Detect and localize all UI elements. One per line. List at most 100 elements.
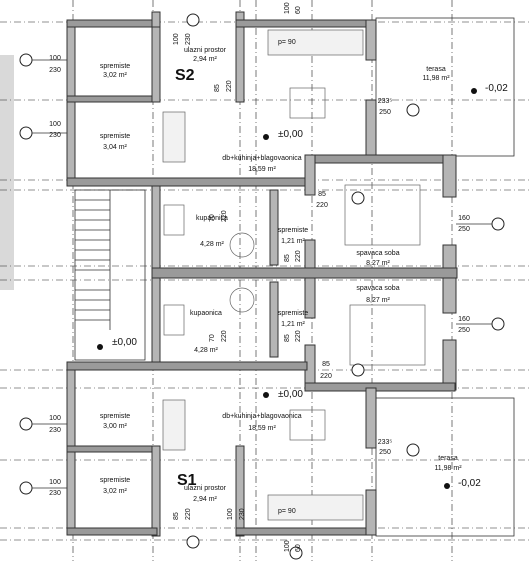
- kitchen-s1: [267, 494, 364, 521]
- room-name: spavaca soba: [356, 250, 399, 257]
- room-name: kupaonica: [196, 215, 228, 222]
- room-name: spremiste: [100, 413, 130, 420]
- room-area: 18,59 m²: [248, 425, 276, 432]
- svg-text:220: 220: [295, 330, 302, 342]
- room-area: 11,98 m²: [434, 465, 462, 472]
- svg-text:220: 220: [221, 330, 228, 342]
- svg-text:±0,00: ±0,00: [278, 389, 303, 400]
- rotated-opening-labels: 85 220 70 220 85 220 70 220 85 220 85 22…: [173, 2, 302, 552]
- room-name: db+kuhinja+blagovaonica: [222, 155, 302, 162]
- svg-text:250: 250: [379, 109, 391, 116]
- room-labels: spremiste 3,02 m² spremiste 3,04 m² ulaz…: [100, 47, 462, 503]
- room-area: 8,27 m²: [366, 297, 390, 304]
- room-area: 3,04 m²: [103, 144, 127, 151]
- room-name: spremiste: [278, 310, 308, 317]
- table-s1: [289, 409, 326, 441]
- svg-text:85: 85: [318, 191, 326, 198]
- svg-text:100: 100: [49, 415, 61, 422]
- svg-text:±0,00: ±0,00: [278, 129, 303, 140]
- svg-text:100: 100: [284, 540, 291, 552]
- room-name: spavaca soba: [356, 285, 399, 292]
- room-area: 3,00 m²: [103, 423, 127, 430]
- svg-text:60: 60: [295, 6, 302, 14]
- svg-text:230: 230: [49, 67, 61, 74]
- bed-s2: [344, 184, 421, 246]
- room-area: 18,59 m²: [248, 166, 276, 173]
- room-area: 8,27 m²: [366, 260, 390, 267]
- room-area: 2,94 m²: [193, 496, 217, 503]
- svg-text:100: 100: [173, 33, 180, 45]
- room-area: 3,02 m²: [103, 72, 127, 79]
- svg-text:250: 250: [379, 449, 391, 456]
- fridge-label-s2: p= 90: [278, 39, 296, 46]
- svg-text:±0,00: ±0,00: [112, 337, 137, 348]
- opening-labels: 100 230 100 230 100 230 100 230 233⁵ 250…: [49, 55, 470, 497]
- room-name: terasa: [426, 66, 446, 73]
- svg-text:220: 220: [316, 202, 328, 209]
- svg-text:230: 230: [49, 132, 61, 139]
- room-area: 1,21 m²: [281, 321, 305, 328]
- svg-text:220: 220: [185, 508, 192, 520]
- room-area: 1,21 m²: [281, 238, 305, 245]
- room-name: kupaonica: [190, 310, 222, 317]
- unit-label-s1: S1: [177, 472, 197, 489]
- svg-text:250: 250: [458, 226, 470, 233]
- svg-text:160: 160: [458, 215, 470, 222]
- svg-text:-0,02: -0,02: [458, 478, 481, 489]
- svg-text:100: 100: [49, 479, 61, 486]
- svg-text:220: 220: [226, 80, 233, 92]
- svg-text:233⁵: 233⁵: [378, 98, 393, 105]
- washbasin-s2: [229, 232, 255, 258]
- svg-text:100: 100: [284, 2, 291, 14]
- bath-fixtures-s2: [163, 204, 185, 236]
- svg-text:100: 100: [227, 508, 234, 520]
- svg-text:233⁵: 233⁵: [378, 439, 393, 446]
- room-name: spremiste: [278, 227, 308, 234]
- room-area: 4,28 m²: [200, 241, 224, 248]
- terrace-bottom-outline: [375, 397, 515, 537]
- sofa-s1: [162, 399, 186, 451]
- svg-text:230: 230: [185, 33, 192, 45]
- svg-text:85: 85: [214, 84, 221, 92]
- kitchen-s2: [267, 29, 364, 56]
- svg-text:85: 85: [173, 512, 180, 520]
- svg-text:85: 85: [284, 334, 291, 342]
- svg-text:230: 230: [49, 490, 61, 497]
- table-s2: [289, 87, 326, 119]
- level-labels: -0,02 -0,02 ±0,00 ±0,00 ±0,00: [112, 83, 508, 489]
- room-name: db+kuhinja+blagovaonica: [222, 413, 302, 420]
- room-name: spremiste: [100, 477, 130, 484]
- svg-text:70: 70: [209, 334, 216, 342]
- room-area: 2,94 m²: [193, 56, 217, 63]
- svg-text:-0,02: -0,02: [485, 83, 508, 94]
- svg-text:220: 220: [320, 373, 332, 380]
- svg-text:220: 220: [295, 250, 302, 262]
- unit-label-s2: S2: [175, 67, 195, 84]
- room-name: spremiste: [100, 133, 130, 140]
- staircase: [74, 189, 146, 361]
- walls: [66, 11, 458, 537]
- level-symbols: [97, 88, 477, 489]
- svg-text:100: 100: [49, 121, 61, 128]
- room-name: spremiste: [100, 63, 130, 70]
- svg-text:100: 100: [49, 55, 61, 62]
- svg-text:85: 85: [322, 361, 330, 368]
- svg-text:70: 70: [209, 214, 216, 222]
- svg-text:230: 230: [49, 427, 61, 434]
- svg-text:160: 160: [458, 316, 470, 323]
- svg-text:60: 60: [295, 544, 302, 552]
- svg-text:230: 230: [239, 508, 246, 520]
- window-markers: [19, 13, 505, 560]
- svg-text:250: 250: [458, 327, 470, 334]
- room-name: ulazni prostor: [184, 485, 227, 492]
- room-name: ulazni prostor: [184, 47, 227, 54]
- washbasin-s1: [229, 287, 255, 313]
- bath-fixtures-s1: [163, 304, 185, 336]
- side-strip: [0, 55, 14, 290]
- furniture: [162, 29, 426, 521]
- room-name: terasa: [438, 455, 458, 462]
- svg-text:220: 220: [221, 210, 228, 222]
- sofa-s2: [162, 111, 186, 163]
- room-area: 3,02 m²: [103, 488, 127, 495]
